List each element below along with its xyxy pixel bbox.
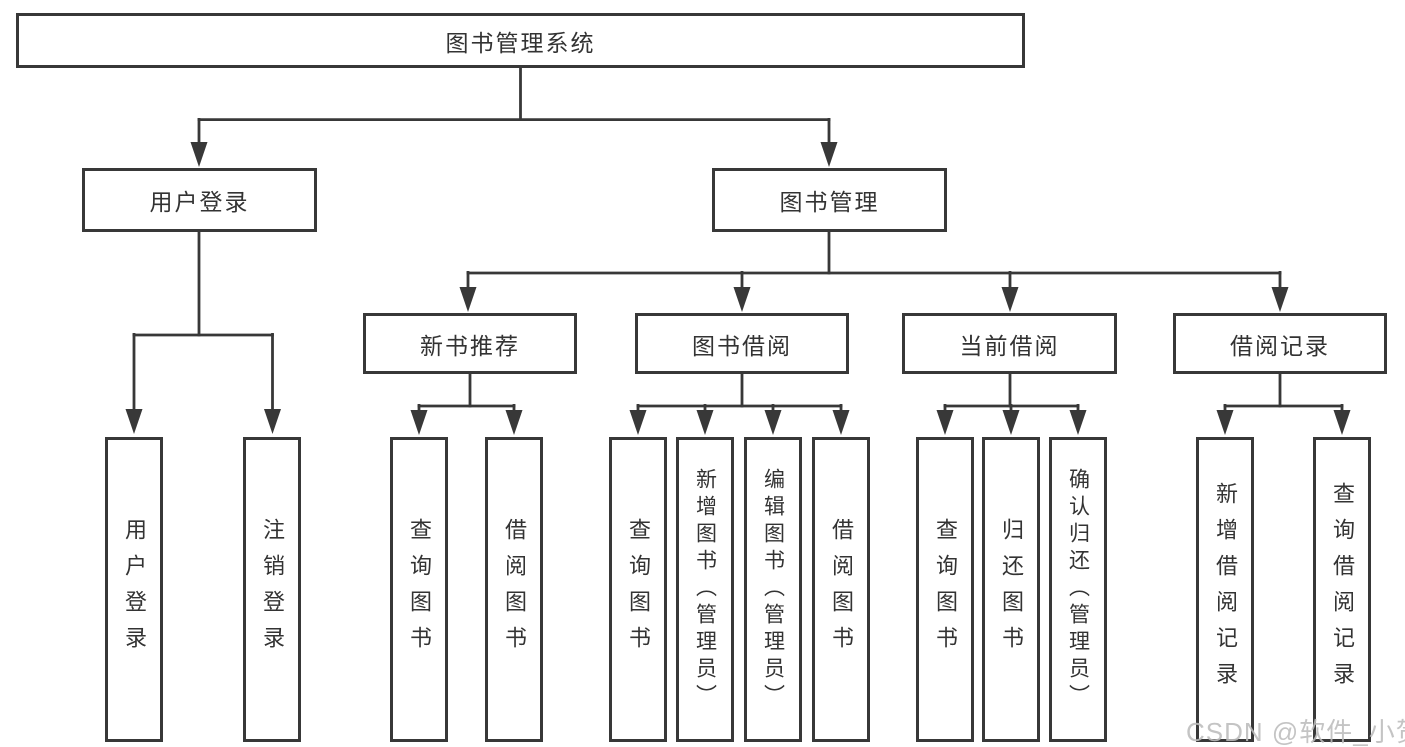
connector-root — [190, 68, 838, 167]
leaf-return-book-label: 归还图书 — [999, 517, 1024, 662]
leaf-add-borrow-record: 新增借阅记录 — [1196, 437, 1254, 742]
connector-new-book-recommend — [410, 374, 523, 435]
leaf-logout-label: 注销登录 — [260, 517, 285, 662]
node-book-management-label: 图书管理 — [779, 189, 880, 215]
node-borrow-records: 借阅记录 — [1173, 313, 1387, 374]
leaf-query-books-recommend-label: 查询图书 — [407, 517, 432, 662]
node-root-label: 图书管理系统 — [445, 29, 596, 56]
leaf-borrow-books: 借阅图书 — [812, 437, 870, 742]
watermark: CSDN @软件_小贺同学 — [1186, 717, 1405, 747]
leaf-return-book: 归还图书 — [982, 437, 1040, 742]
node-user-login-label: 用户登录 — [149, 189, 250, 215]
leaf-query-books-current-label: 查询图书 — [933, 517, 958, 662]
leaf-edit-book-admin: 编辑图书（管理员） — [744, 437, 802, 742]
leaf-confirm-return-admin: 确认归还（管理员） — [1049, 437, 1107, 742]
leaf-confirm-return-admin-label: 确认归还（管理员） — [1066, 468, 1090, 711]
leaf-logout: 注销登录 — [243, 437, 301, 742]
node-root: 图书管理系统 — [16, 13, 1025, 68]
node-current-borrow-label: 当前借阅 — [959, 332, 1060, 359]
connector-book-management — [459, 232, 1289, 312]
leaf-query-borrow-record: 查询借阅记录 — [1313, 437, 1371, 742]
connector-borrow-records — [1216, 374, 1351, 435]
leaf-query-books-current: 查询图书 — [916, 437, 974, 742]
leaf-query-borrow-record-label: 查询借阅记录 — [1330, 481, 1355, 698]
leaf-borrow-books-label: 借阅图书 — [829, 517, 854, 662]
node-book-borrow-label: 图书借阅 — [692, 332, 792, 359]
node-new-book-recommend: 新书推荐 — [363, 313, 577, 374]
leaf-query-books-borrow-label: 查询图书 — [626, 517, 651, 662]
connector-book-borrow — [629, 374, 850, 435]
node-borrow-records-label: 借阅记录 — [1230, 332, 1330, 359]
leaf-add-book-admin-label: 新增图书（管理员） — [693, 468, 717, 711]
node-book-borrow: 图书借阅 — [635, 313, 849, 374]
leaf-add-borrow-record-label: 新增借阅记录 — [1213, 481, 1238, 698]
connector-current-borrow — [936, 374, 1087, 435]
node-user-login: 用户登录 — [82, 168, 317, 232]
leaf-edit-book-admin-label: 编辑图书（管理员） — [761, 468, 785, 711]
connector-user-login — [125, 232, 281, 434]
node-current-borrow: 当前借阅 — [902, 313, 1117, 374]
node-book-management: 图书管理 — [712, 168, 947, 232]
node-new-book-recommend-label: 新书推荐 — [420, 332, 520, 359]
leaf-borrow-books-recommend: 借阅图书 — [485, 437, 543, 742]
leaf-query-books-borrow: 查询图书 — [609, 437, 667, 742]
leaf-user-login-label: 用户登录 — [122, 517, 147, 662]
leaf-query-books-recommend: 查询图书 — [390, 437, 448, 742]
leaf-user-login: 用户登录 — [105, 437, 163, 742]
leaf-add-book-admin: 新增图书（管理员） — [676, 437, 734, 742]
leaf-borrow-books-recommend-label: 借阅图书 — [502, 517, 527, 662]
